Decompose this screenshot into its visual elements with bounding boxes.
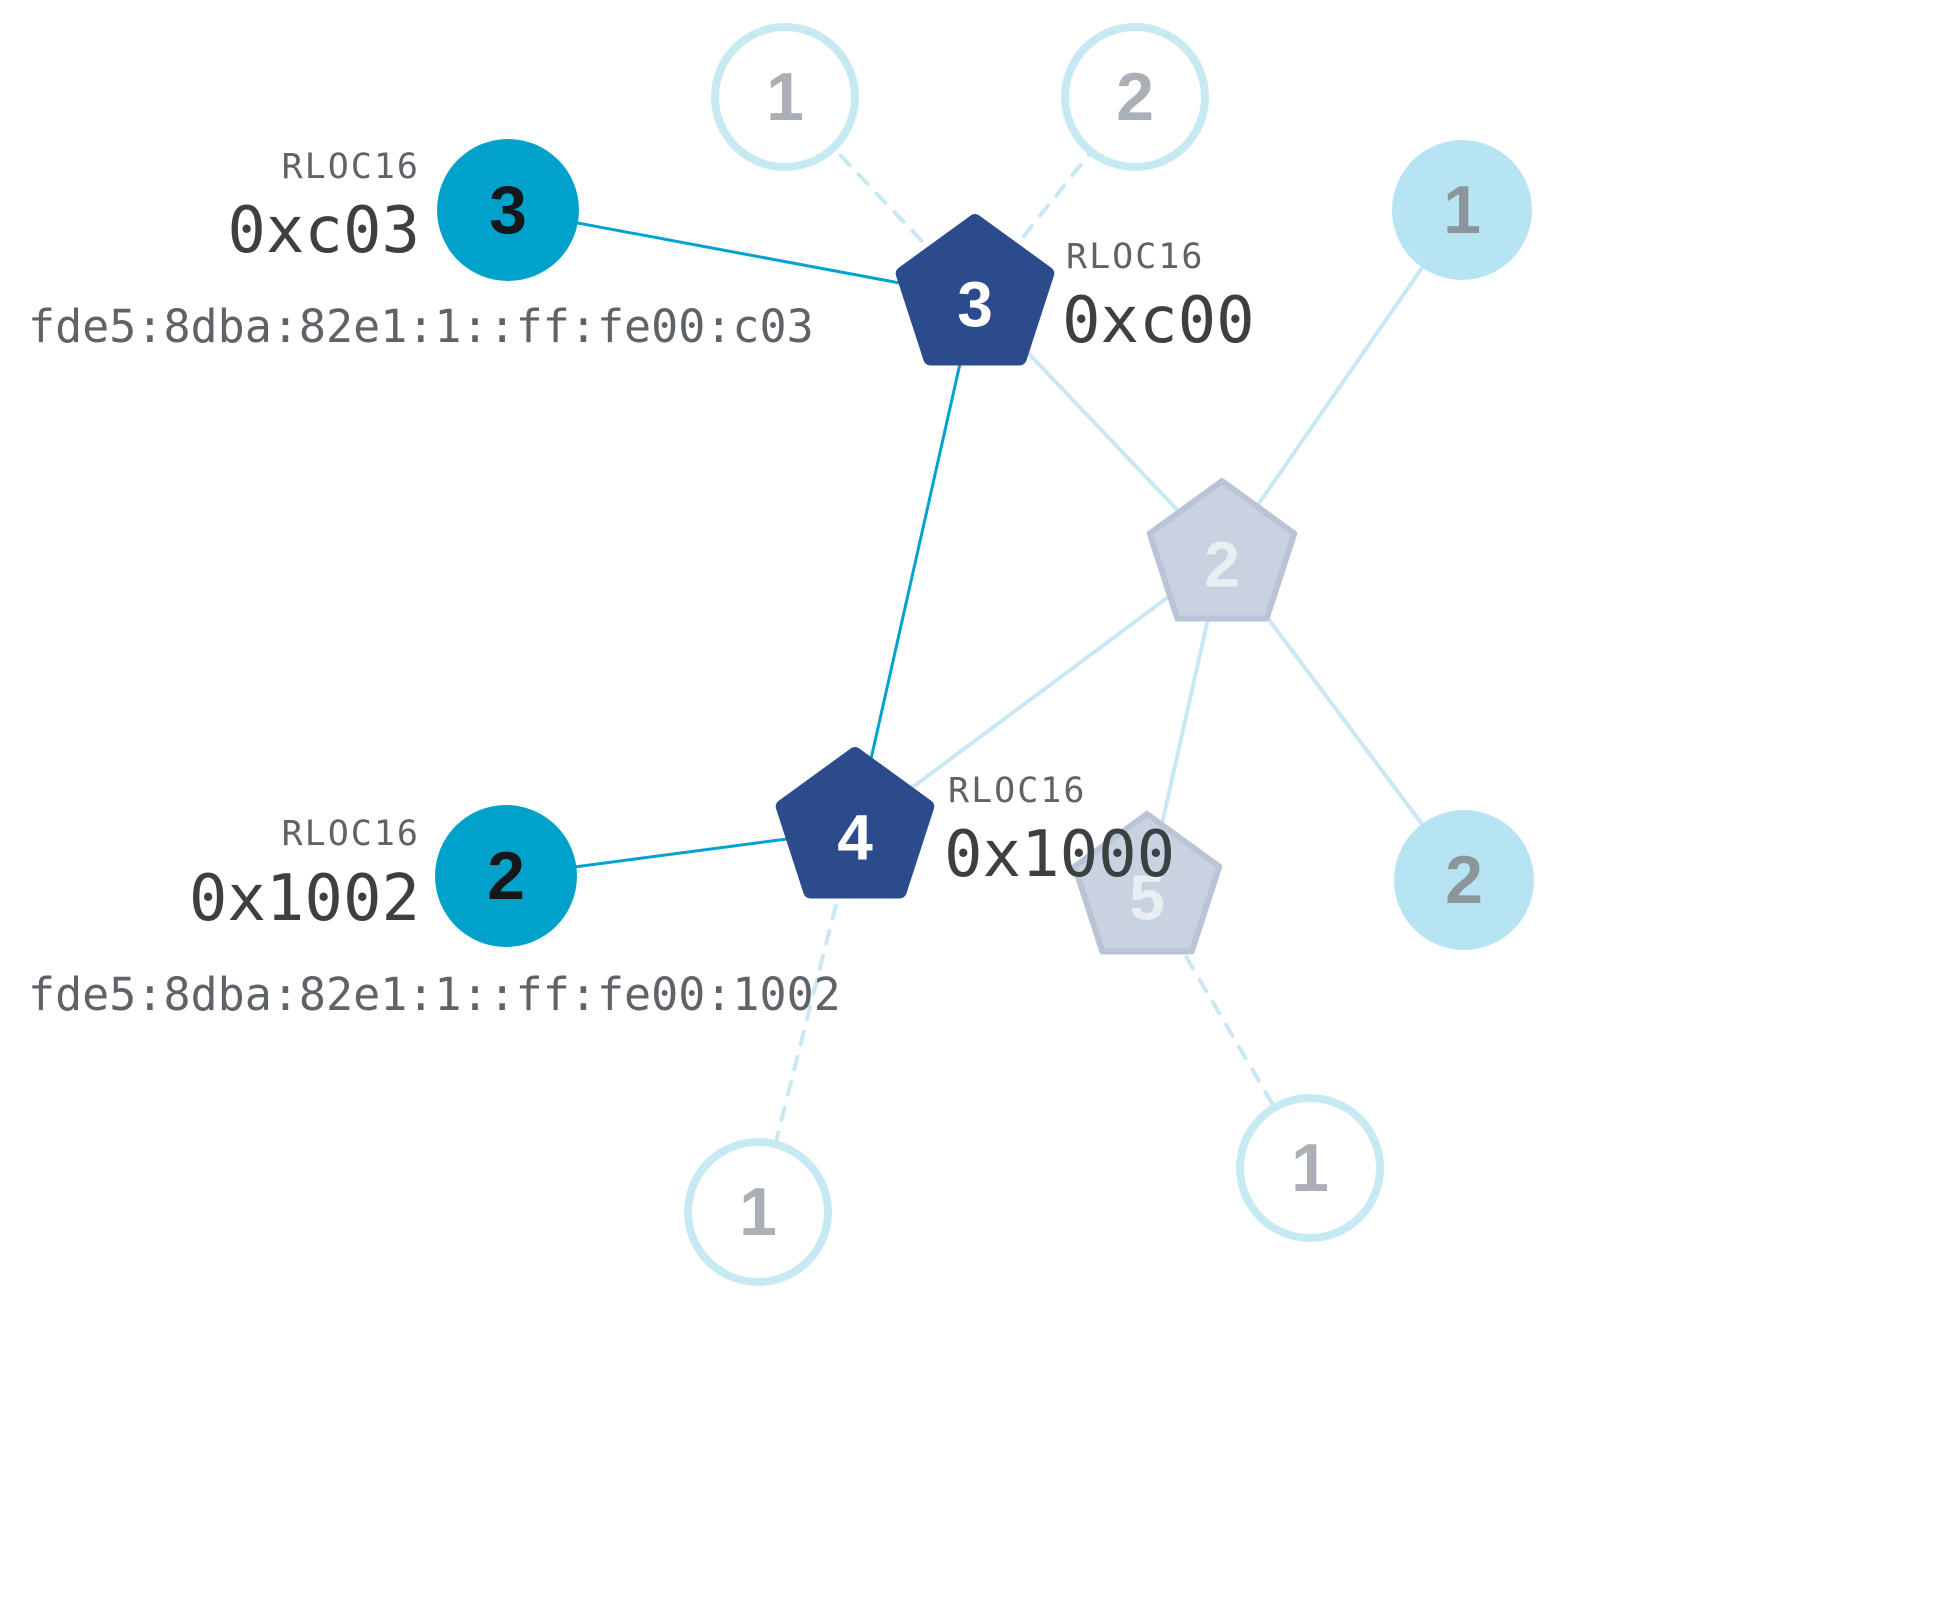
child-outline-shape [1061, 23, 1209, 171]
node-label-router-5: 5 [1129, 862, 1165, 934]
router-faded-shape [1146, 478, 1298, 622]
child-2-ipv6: fde5:8dba:82e1:1::ff:fe00:1002 [28, 968, 841, 1021]
node-label-child-2-right: 2 [1445, 842, 1483, 918]
child-2-rloc16-value: 0x1002 [189, 862, 420, 936]
router-3-rloc16-value: 0xc00 [1062, 284, 1255, 358]
child-filled-shape [1392, 140, 1532, 280]
node-router-5[interactable]: 5 [1071, 811, 1223, 955]
node-label-child-1-bottom: 1 [739, 1174, 777, 1250]
node-label-child-2: 2 [487, 838, 525, 914]
child-outline-shape [711, 23, 859, 171]
child-3-rloc16-title: RLOC16 [282, 147, 420, 187]
router-4-rloc16-value: 0x1000 [944, 818, 1175, 892]
node-child-1-bottom[interactable]: 1 [684, 1138, 832, 1286]
node-router-2[interactable]: 2 [1146, 478, 1298, 622]
router-faded-shape [1071, 811, 1223, 955]
node-label-child-2-top: 2 [1116, 59, 1154, 135]
child-outline-shape [1236, 1094, 1384, 1242]
edge-router-2--child-1-right [1220, 208, 1464, 559]
child-selected-shape [437, 139, 579, 281]
child-3-ipv6: fde5:8dba:82e1:1::ff:fe00:c03 [28, 300, 814, 353]
node-label-router-2: 2 [1204, 529, 1240, 601]
child-selected-shape [435, 805, 577, 947]
child-2-rloc16-title: RLOC16 [282, 814, 420, 854]
node-label-child-1-bottom-right: 1 [1291, 1130, 1329, 1206]
node-child-1-top[interactable]: 1 [711, 23, 859, 171]
node-child-2[interactable]: 2 [435, 805, 577, 947]
node-router-4[interactable]: 4 [775, 747, 935, 899]
edge-child-3--router-3 [506, 208, 977, 299]
node-child-1-right[interactable]: 1 [1392, 140, 1532, 280]
node-child-2-top[interactable]: 2 [1061, 23, 1209, 171]
child-3-rloc16-value: 0xc03 [227, 194, 420, 268]
node-label-router-4: 4 [837, 802, 873, 874]
node-child-3[interactable]: 3 [437, 139, 579, 281]
edge-router-3--child-1-top [783, 95, 977, 299]
node-child-1-bottom-right[interactable]: 1 [1236, 1094, 1384, 1242]
edge-router-3--router-4 [853, 295, 977, 832]
node-label-child-3: 3 [489, 172, 527, 248]
node-child-2-right[interactable]: 2 [1394, 810, 1534, 950]
node-label-child-1-top: 1 [766, 59, 804, 135]
router-active-shape [775, 747, 935, 899]
node-label-router-3: 3 [957, 269, 993, 341]
router-3-rloc16-title: RLOC16 [1066, 237, 1204, 277]
child-outline-shape [684, 1138, 832, 1286]
child-filled-shape [1394, 810, 1534, 950]
edge-router-2--router-4 [853, 555, 1224, 832]
node-router-3[interactable]: 3 [895, 214, 1055, 366]
router-active-shape [895, 214, 1055, 366]
node-label-child-1-right: 1 [1443, 172, 1481, 248]
router-4-rloc16-title: RLOC16 [948, 771, 1086, 811]
